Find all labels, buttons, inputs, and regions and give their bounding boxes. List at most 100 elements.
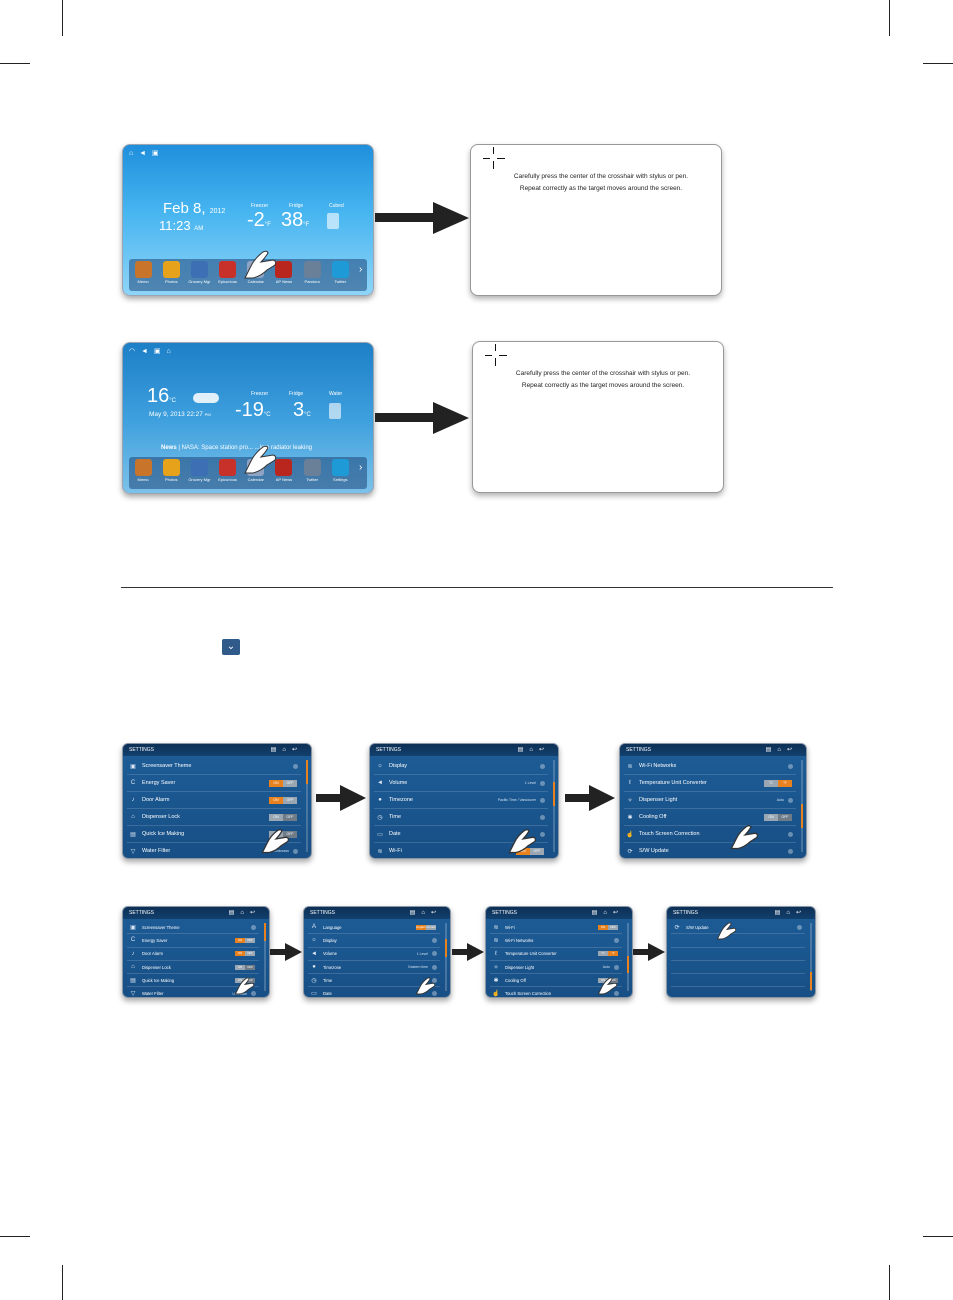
scrollbar[interactable]: [553, 760, 555, 852]
toggle-on[interactable]: ON: [764, 813, 778, 821]
toggle-on[interactable]: ON: [269, 813, 283, 821]
toggle-on[interactable]: ON: [598, 977, 608, 983]
toggle-on[interactable]: English: [416, 924, 426, 930]
scrollbar[interactable]: [810, 923, 812, 991]
toggle-switch[interactable]: °C°F: [598, 951, 618, 957]
app-epicurious[interactable]: Epicurious: [218, 459, 237, 482]
app-ap-news[interactable]: AP News: [274, 261, 293, 284]
header-icons[interactable]: ▤⌂↩: [270, 747, 303, 753]
settings-row[interactable]: ☝Touch Screen Correction: [624, 826, 796, 843]
app-grocery-mgr[interactable]: Grocery Mgr: [188, 459, 211, 482]
settings-row[interactable]: ◷Time: [308, 974, 440, 988]
toggle-on[interactable]: °C: [598, 951, 608, 957]
toggle-off[interactable]: °F: [778, 779, 792, 787]
toggle-off[interactable]: OFF: [608, 977, 618, 983]
scrollbar-thumb[interactable]: [553, 782, 555, 806]
scrollbar[interactable]: [801, 760, 803, 852]
toggle-on[interactable]: ON: [235, 964, 245, 970]
scrollbar-thumb[interactable]: [264, 923, 266, 941]
crosshair-icon[interactable]: [483, 147, 505, 169]
header-icons[interactable]: ▤⌂↩: [409, 910, 442, 916]
scrollbar-thumb[interactable]: [801, 804, 803, 829]
toggle-on[interactable]: °C: [764, 779, 778, 787]
app-memo[interactable]: Memo: [134, 459, 153, 482]
settings-row[interactable]: ≋Wi-Fi Networks: [624, 758, 796, 775]
header-icons[interactable]: ▤⌂↩: [517, 747, 550, 753]
app-grocery-mgr[interactable]: Grocery Mgr: [188, 261, 211, 284]
settings-row[interactable]: ☼Display: [374, 758, 548, 775]
toggle-off[interactable]: OFF: [283, 779, 297, 787]
app-ap-news[interactable]: AP News: [274, 459, 293, 482]
toggle-off[interactable]: OFF: [778, 813, 792, 821]
scrollbar-thumb[interactable]: [627, 955, 629, 974]
news-ticker[interactable]: News | NASA: Space station pro... ...lem…: [161, 445, 312, 451]
toggle-off[interactable]: OFF: [283, 796, 297, 804]
scrollbar[interactable]: [306, 760, 308, 852]
toggle-off[interactable]: French: [426, 924, 436, 930]
toggle-on[interactable]: ON: [235, 977, 245, 983]
toggle-off[interactable]: OFF: [245, 937, 255, 943]
app-photos[interactable]: Photos: [162, 459, 181, 482]
app-twitter[interactable]: Twitter: [303, 459, 322, 482]
toggle-on[interactable]: ON: [269, 796, 283, 804]
settings-row[interactable]: ≋Wi-Fi Networks: [490, 934, 622, 948]
settings-row[interactable]: ◷Time: [374, 809, 548, 826]
toggle-off[interactable]: OFF: [530, 847, 544, 855]
settings-row[interactable]: ⟳S/W Update: [624, 843, 796, 858]
settings-row[interactable]: ▣Screensaver Theme: [127, 758, 301, 775]
toggle-on[interactable]: ON: [235, 951, 245, 957]
toggle-off[interactable]: OFF: [245, 964, 255, 970]
app-twitter[interactable]: Twitter: [331, 261, 350, 284]
scrollbar-thumb[interactable]: [306, 760, 308, 784]
header-icons[interactable]: ▤⌂↩: [228, 910, 261, 916]
app-photos[interactable]: Photos: [162, 261, 181, 284]
settings-row[interactable]: ▣Screensaver Theme: [127, 921, 259, 935]
chevron-right-icon[interactable]: ›: [358, 462, 363, 473]
app-pandora[interactable]: Pandora: [303, 261, 322, 284]
toggle-on[interactable]: ON: [235, 937, 245, 943]
settings-row[interactable]: ▭Date: [374, 826, 548, 843]
toggle-on[interactable]: ON: [516, 847, 530, 855]
toggle-off[interactable]: OFF: [245, 977, 255, 983]
scrollbar[interactable]: [445, 923, 447, 991]
toggle-switch[interactable]: °C°F: [764, 779, 792, 787]
toggle-off[interactable]: OFF: [283, 830, 297, 838]
toggle-off[interactable]: OFF: [245, 951, 255, 957]
app-memo[interactable]: Memo: [134, 261, 153, 284]
settings-row[interactable]: ⟳S/W Update: [671, 921, 805, 935]
header-icons[interactable]: ▤⌂↩: [591, 910, 624, 916]
toggle-off[interactable]: OFF: [283, 813, 297, 821]
settings-row[interactable]: ☼Display: [308, 934, 440, 948]
settings-row[interactable]: ☝Touch Screen Correction: [490, 987, 622, 997]
header-icons[interactable]: ▤⌂↩: [774, 910, 807, 916]
